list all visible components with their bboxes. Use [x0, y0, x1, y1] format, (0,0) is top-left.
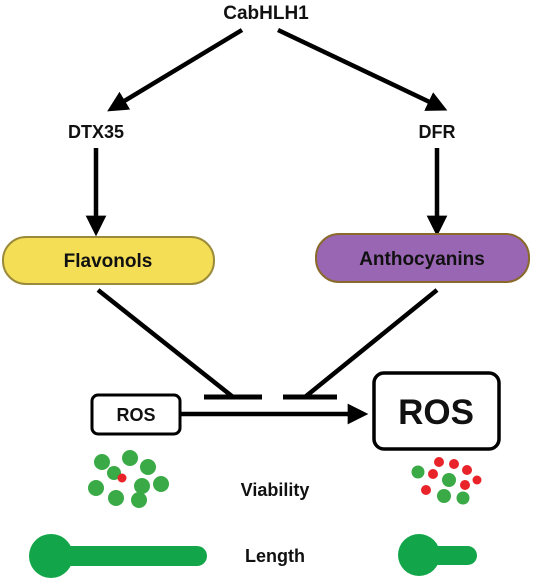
- viability-label: Viability: [241, 480, 310, 500]
- live-cell: [122, 450, 138, 466]
- root-tip: [398, 534, 440, 576]
- dead-cell: [434, 457, 444, 467]
- dead-cell: [421, 485, 431, 495]
- live-cell: [94, 454, 110, 470]
- ros-small-box: [90, 393, 182, 436]
- dtx35-label: DTX35: [68, 122, 124, 142]
- dead-cell: [462, 465, 472, 475]
- arrow-cabhlh1-to-dfr: [277, 27, 448, 111]
- ros-large-label: ROS: [398, 393, 474, 432]
- anthocyanins-label: Anthocyanins: [359, 249, 485, 270]
- live-cell: [134, 478, 150, 494]
- dead-cell: [460, 480, 470, 490]
- live-cell: [437, 489, 451, 503]
- live-cell: [108, 490, 124, 506]
- live-cell: [140, 459, 156, 475]
- dfr-label: DFR: [419, 122, 456, 142]
- arrow-cabhlh1-to-dtx35: [107, 28, 244, 112]
- dead-cell: [117, 473, 127, 483]
- anthocyanins-box: [315, 233, 530, 283]
- root-short: [398, 534, 477, 576]
- root-body: [419, 546, 477, 565]
- live-cell: [107, 466, 121, 480]
- flavonols-label: Flavonols: [64, 251, 153, 272]
- dead-cell: [472, 475, 482, 485]
- inhibit-line-flavonols: [96, 288, 235, 399]
- inhibit-line-anthocyanins: [303, 288, 439, 399]
- cabhlh1-label: CabHLH1: [223, 3, 309, 24]
- length-label: Length: [245, 546, 305, 566]
- dead-cell: [428, 469, 438, 479]
- live-cell: [153, 476, 169, 492]
- ros-large-box: [372, 371, 501, 451]
- live-cell: [411, 465, 425, 479]
- live-cell: [442, 473, 456, 487]
- root-body: [51, 546, 207, 566]
- live-cell: [131, 492, 147, 508]
- root-long: [29, 534, 207, 578]
- ros-small-label: ROS: [116, 405, 155, 425]
- live-cell: [456, 491, 470, 505]
- live-cell: [88, 480, 104, 496]
- dead-cell: [449, 459, 459, 469]
- flavonols-box: [2, 236, 215, 285]
- viability-cells-high-ros: [411, 457, 482, 505]
- viability-cells-low-ros: [88, 450, 169, 508]
